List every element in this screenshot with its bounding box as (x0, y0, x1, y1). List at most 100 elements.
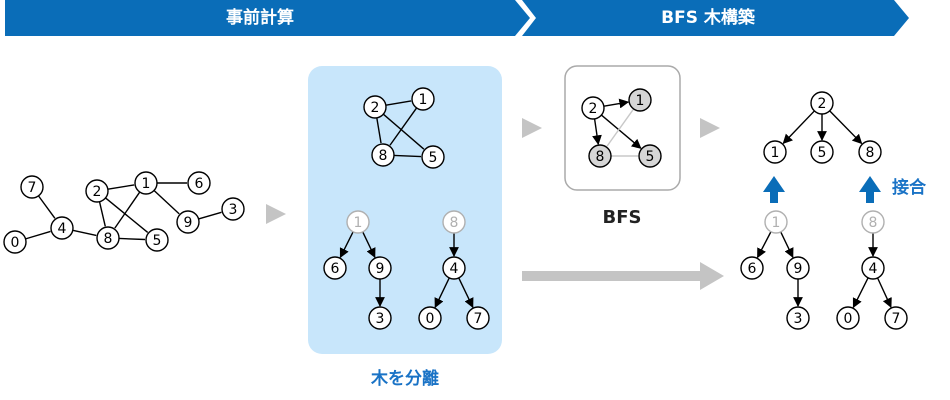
node-circle (134, 171, 158, 195)
node-label: 1 (771, 145, 780, 161)
join-label: 接合 (892, 177, 927, 198)
input-graph-edge-2-5 (105, 197, 149, 233)
node-label: 9 (794, 261, 803, 277)
node-label: 1 (354, 215, 363, 231)
tree-b-edge-4-0 (434, 277, 450, 309)
node-circle (323, 256, 347, 280)
node-label: 1 (772, 215, 781, 231)
node-circle (638, 144, 662, 168)
result-tree-a-edge-1-6 (756, 231, 772, 259)
node-label: 1 (142, 176, 151, 192)
input-graph-edge-1-9 (153, 189, 180, 215)
node-circle (221, 197, 245, 221)
precompute-banner-label: 事前計算 (226, 8, 294, 28)
node-label: 6 (331, 261, 340, 277)
node-circle (176, 210, 200, 234)
node-circle (884, 306, 908, 330)
result-tree-b-edge-4-7 (876, 277, 892, 308)
node-circle (442, 256, 466, 280)
tree-a-node: 3 (368, 306, 392, 330)
long-flow-arrow-icon (522, 262, 724, 290)
node-circle (85, 179, 109, 203)
flow-arrow-icon (266, 204, 286, 224)
node-label: 0 (11, 235, 20, 251)
input-graph-edge-9-3 (198, 211, 222, 220)
node-circle (371, 143, 395, 167)
banner-shape (5, 0, 530, 36)
input-graph-edge-7-4 (37, 195, 56, 219)
node-label: 6 (195, 176, 204, 192)
result-tree-edge-2-1 (782, 110, 815, 145)
result-tree-a-node: 9 (786, 256, 810, 280)
node-circle (861, 256, 885, 280)
node-label: 7 (28, 180, 37, 196)
flow-arrow-icon (522, 118, 542, 138)
bfs-core-edge-2-1 (603, 98, 630, 109)
node-circle (740, 256, 764, 280)
node-circle (628, 88, 652, 112)
result-tree-a-node: 3 (786, 306, 810, 330)
node-circle (764, 210, 788, 234)
bfs-tree-banner-label: BFS 木構築 (661, 8, 755, 28)
node-label: 2 (818, 96, 827, 112)
tree-a-node: 6 (323, 256, 347, 280)
node-circle (858, 140, 882, 164)
join-arrow-icon (859, 176, 881, 203)
node-circle (20, 175, 44, 199)
node-label: 3 (376, 311, 385, 327)
node-label: 8 (866, 145, 875, 161)
node-label: 5 (153, 233, 162, 249)
input-graph-edge-4-8 (72, 229, 97, 237)
result-tree-b-node: 4 (861, 256, 885, 280)
bfs-core-edge-1-8 (606, 108, 635, 147)
node-label: 8 (450, 215, 459, 231)
node-label: 9 (376, 261, 385, 277)
bfs-core-node: 2 (581, 96, 605, 120)
node-circle (368, 256, 392, 280)
node-label: 3 (794, 311, 803, 327)
result-tree-a-edge-1-9 (780, 231, 794, 259)
core-node: 1 (411, 87, 435, 111)
tree-a-node: 1 (346, 210, 370, 234)
node-circle (3, 230, 27, 254)
core-edge-2-5 (382, 113, 425, 150)
node-label: 5 (429, 150, 438, 166)
tree-b-node: 0 (418, 306, 442, 330)
core-edge-2-1 (385, 100, 412, 106)
result-tree-node: 1 (763, 140, 787, 164)
result-tree-node: 8 (858, 140, 882, 164)
node-label: 0 (426, 311, 435, 327)
input-graph-node: 6 (187, 171, 211, 195)
input-graph-node: 1 (134, 171, 158, 195)
bfs-box (564, 65, 681, 191)
edges-layer (25, 98, 892, 309)
node-label: 4 (869, 261, 878, 277)
input-graph-node: 3 (221, 197, 245, 221)
input-graph-edge-0-4 (25, 230, 51, 240)
tree-b-node: 4 (442, 256, 466, 280)
core-node: 2 (363, 95, 387, 119)
node-label: 7 (474, 311, 483, 327)
tree-b-node: 7 (466, 306, 490, 330)
tree-b-node: 8 (442, 210, 466, 234)
input-graph-edge-8-5 (118, 237, 146, 241)
bfs-core-node: 5 (638, 144, 662, 168)
bfs-label: BFS (603, 207, 642, 228)
node-circle (50, 216, 74, 240)
result-tree-a-node: 1 (764, 210, 788, 234)
result-tree-b-node: 0 (836, 306, 860, 330)
result-tree-edge-2-8 (829, 110, 863, 145)
node-circle (418, 306, 442, 330)
tree-b-edge-4-7 (458, 277, 474, 309)
node-label: 8 (104, 231, 113, 247)
node-circle (411, 87, 435, 111)
input-graph-edge-2-1 (107, 184, 135, 190)
join-arrow-icon (763, 176, 785, 203)
node-circle (96, 226, 120, 250)
node-circle (368, 306, 392, 330)
core-node: 8 (371, 143, 395, 167)
result-tree-b-node: 7 (884, 306, 908, 330)
